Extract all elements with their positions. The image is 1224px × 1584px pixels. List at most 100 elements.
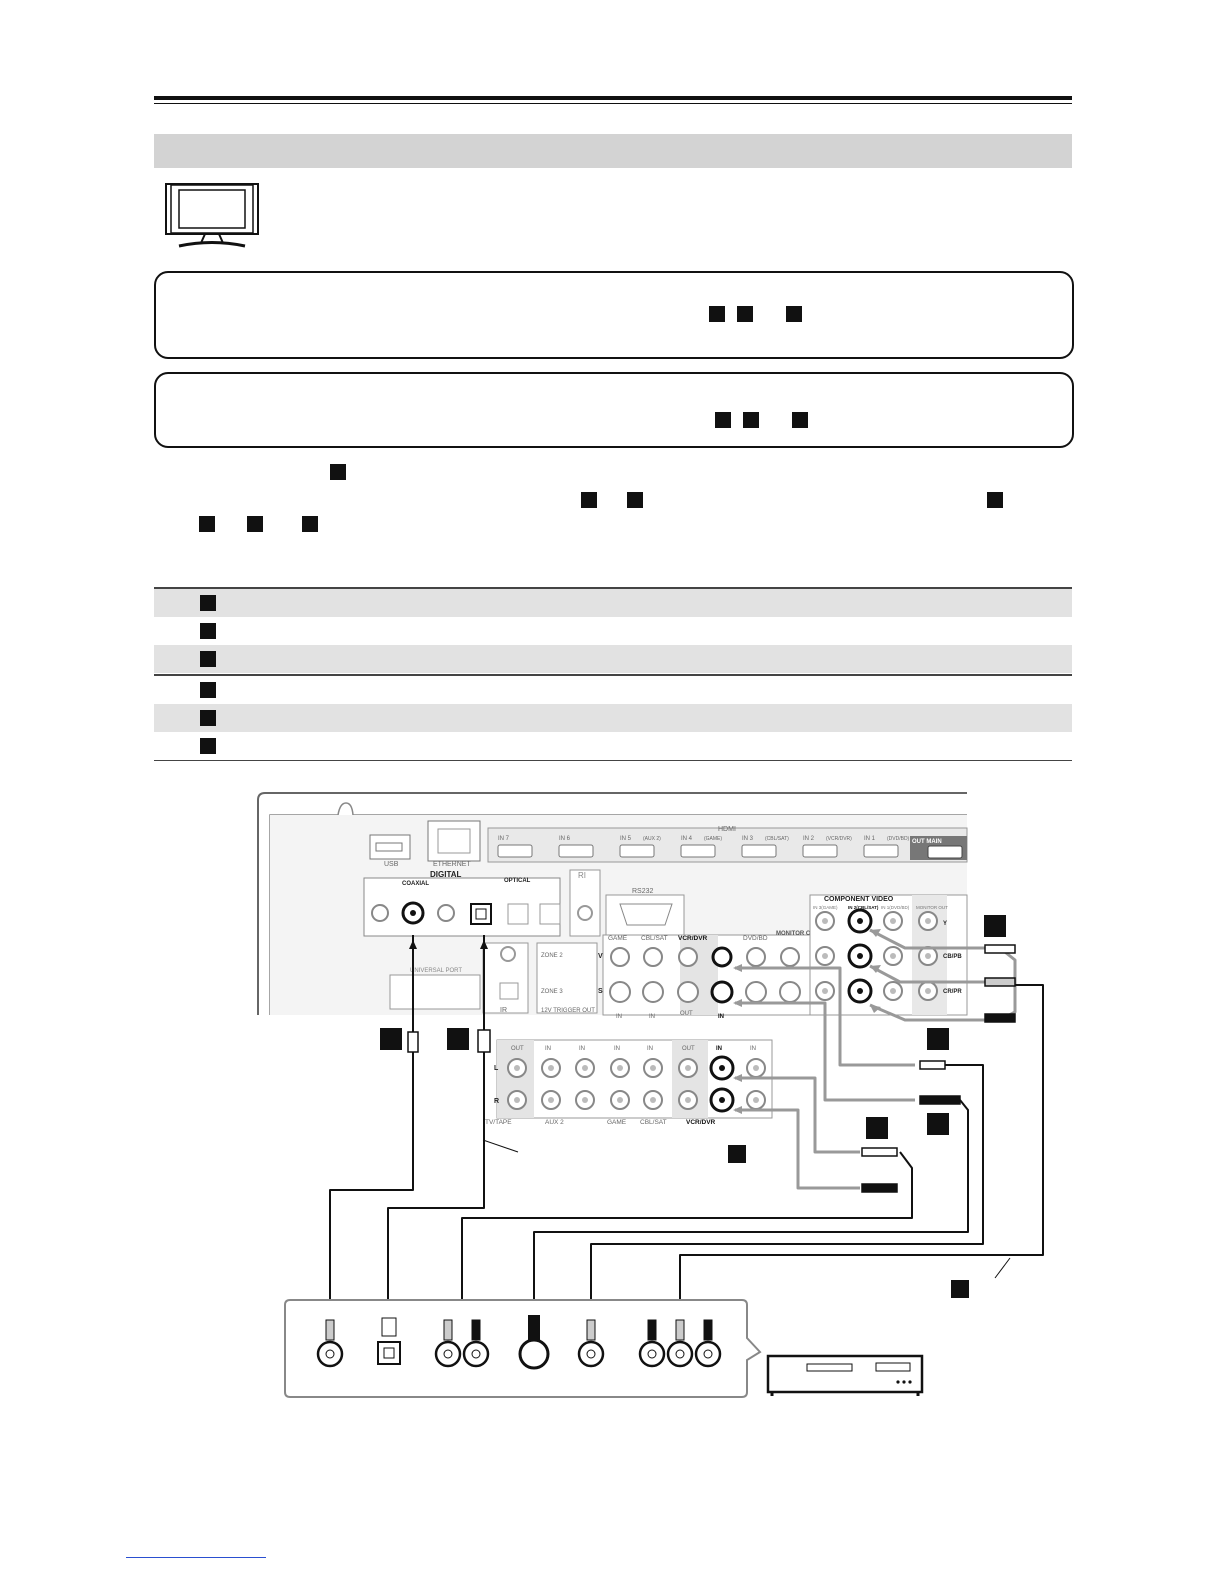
rca-plug bbox=[703, 1319, 713, 1341]
video-column-label: GAME bbox=[608, 935, 628, 942]
component-jack-pin bbox=[857, 918, 863, 924]
s-video-jack bbox=[710, 980, 734, 1004]
audio-io-label: IN bbox=[750, 1046, 756, 1052]
hdmi-port bbox=[558, 844, 594, 858]
header-rule-thin bbox=[154, 103, 1072, 104]
composite-jack bbox=[610, 947, 630, 967]
footer-link-underline[interactable] bbox=[126, 1557, 266, 1558]
table-top-rule bbox=[154, 587, 1072, 589]
row-r-label: R bbox=[494, 1098, 499, 1105]
marker bbox=[330, 464, 346, 480]
component-jack-pin bbox=[822, 988, 828, 994]
audio-io-label: IN bbox=[545, 1046, 551, 1052]
audio-jack-pin bbox=[617, 1097, 623, 1103]
component-column-label: IN 3(GAME) bbox=[813, 905, 838, 910]
hdmi-input-label: IN 5 bbox=[620, 836, 632, 842]
component-jack-pin bbox=[890, 918, 896, 924]
marker bbox=[200, 710, 216, 726]
hdmi-input-label: IN 7 bbox=[498, 836, 510, 842]
zone2-label: ZONE 2 bbox=[541, 953, 563, 959]
rca-plug bbox=[586, 1319, 596, 1341]
composite-jack bbox=[780, 947, 800, 967]
marker bbox=[247, 516, 263, 532]
marker bbox=[709, 306, 725, 322]
table-row bbox=[154, 617, 1072, 645]
rca-plug bbox=[647, 1319, 657, 1341]
hdmi-input-label: IN 2 bbox=[803, 836, 815, 842]
optical-jack-inner bbox=[383, 1347, 395, 1359]
hdmi-input-sublabel: (VCR/DVR) bbox=[826, 836, 852, 842]
s-video-jack bbox=[779, 981, 801, 1003]
rca-jack-pin bbox=[586, 1349, 596, 1359]
hdmi-input-label: IN 3 bbox=[742, 836, 754, 842]
audio-jack-pin bbox=[650, 1097, 656, 1103]
marker bbox=[200, 738, 216, 754]
s-video-jack bbox=[642, 981, 664, 1003]
audio-jack-pin bbox=[719, 1065, 725, 1071]
audio-jack-pin bbox=[514, 1065, 520, 1071]
marker bbox=[987, 492, 1003, 508]
video-column-label: CBL/SAT bbox=[641, 935, 668, 942]
composite-jack bbox=[678, 947, 698, 967]
rca-plug bbox=[443, 1319, 453, 1341]
rs232-label: RS232 bbox=[632, 888, 654, 895]
audio-jack-pin bbox=[617, 1065, 623, 1071]
table-row bbox=[154, 732, 1072, 760]
component-jack-pin bbox=[925, 918, 931, 924]
ri-label: RI bbox=[578, 871, 586, 880]
audio-column-label: AUX 2 bbox=[545, 1119, 564, 1126]
composite-jack bbox=[746, 947, 766, 967]
component-y-label: Y bbox=[943, 921, 947, 927]
video-in-label: IN bbox=[718, 1014, 724, 1020]
audio-jack-pin bbox=[685, 1065, 691, 1071]
audio-io-label: OUT bbox=[511, 1046, 524, 1052]
ir-label: IR bbox=[500, 1007, 507, 1014]
rca-plug bbox=[471, 1319, 481, 1341]
video-in-label: IN bbox=[616, 1014, 622, 1020]
table-row bbox=[154, 645, 1072, 673]
monitor-out-label: MONITOR OUT bbox=[776, 931, 819, 937]
table-mid-rule bbox=[154, 674, 1072, 676]
component-jack-pin bbox=[857, 953, 863, 959]
audio-io-label: IN bbox=[716, 1046, 722, 1052]
marker bbox=[737, 306, 753, 322]
hdmi-input-sublabel: (DVD/BD) bbox=[887, 836, 910, 842]
composite-jack bbox=[711, 946, 733, 968]
hdmi-port bbox=[741, 844, 777, 858]
audio-jack-pin bbox=[548, 1097, 554, 1103]
audio-jack-pin bbox=[548, 1065, 554, 1071]
source-device-icon bbox=[766, 1354, 924, 1396]
s-video-jack bbox=[677, 981, 699, 1003]
row-l-label: L bbox=[494, 1065, 499, 1072]
audio-jack-pin bbox=[650, 1065, 656, 1071]
video-in-label: IN bbox=[649, 1014, 655, 1020]
audio-jack-pin bbox=[719, 1097, 725, 1103]
hdmi-port bbox=[802, 844, 838, 858]
hdmi-port bbox=[619, 844, 655, 858]
s-video-jack bbox=[518, 1338, 550, 1370]
zone3-label: ZONE 3 bbox=[541, 989, 563, 995]
component-jack-pin bbox=[822, 918, 828, 924]
component-cr-label: CR/PR bbox=[943, 989, 962, 995]
rca-jack-pin bbox=[443, 1349, 453, 1359]
header-rule bbox=[154, 96, 1072, 100]
rca-jack-pin bbox=[703, 1349, 713, 1359]
component-jack-pin bbox=[890, 953, 896, 959]
rca-plug bbox=[675, 1319, 685, 1341]
rca-jack-pin bbox=[471, 1349, 481, 1359]
audio-column-label: GAME bbox=[607, 1119, 627, 1126]
marker bbox=[302, 516, 318, 532]
audio-io-label: IN bbox=[579, 1046, 585, 1052]
audio-jack-pin bbox=[753, 1097, 759, 1103]
video-out-label: OUT bbox=[680, 1011, 693, 1017]
rca-jack-pin bbox=[675, 1349, 685, 1359]
hdmi-input-sublabel: (CBL/SAT) bbox=[765, 836, 789, 842]
optical-plug bbox=[381, 1317, 397, 1337]
component-video-label: COMPONENT VIDEO bbox=[824, 896, 894, 903]
usb-label: USB bbox=[384, 861, 399, 868]
marker bbox=[786, 306, 802, 322]
composite-jack bbox=[643, 947, 663, 967]
row-s-label: S bbox=[598, 988, 603, 995]
component-jack-pin bbox=[925, 988, 931, 994]
